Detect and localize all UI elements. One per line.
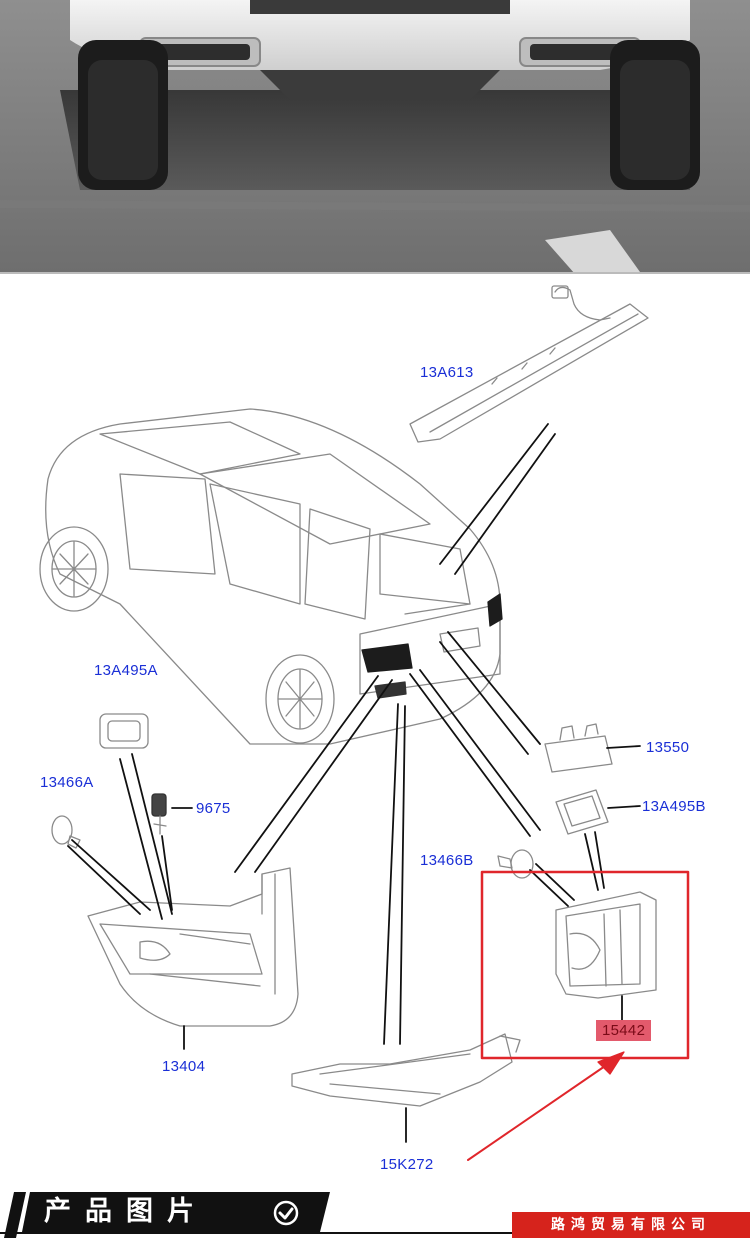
part-label-13466A: 13466A xyxy=(40,774,94,791)
part-label-13A495B: 13A495B xyxy=(642,798,706,815)
part-9675-drawing xyxy=(151,793,167,835)
parts-diagram: 13A613 13A495A 13466A 9675 13550 13A495B… xyxy=(0,274,750,1192)
part-15K272-drawing xyxy=(291,1033,521,1107)
company-name-badge: 路鸿贸易有限公司 xyxy=(512,1212,750,1238)
section-footer: 产品图片 路鸿贸易有限公司 xyxy=(0,1192,750,1238)
part-label-9675: 9675 xyxy=(196,800,231,817)
red-arrow xyxy=(467,1051,625,1161)
part-13A613-drawing xyxy=(409,285,649,443)
part-13A495A-drawing xyxy=(99,713,149,749)
part-label-15K272: 15K272 xyxy=(380,1156,434,1173)
part-13A495B-drawing xyxy=(555,789,609,835)
suv-outline xyxy=(39,408,503,745)
part-13404-drawing xyxy=(87,867,299,1027)
section-title: 产品图片 xyxy=(44,1196,208,1227)
footer-bar-shape xyxy=(0,1192,512,1238)
part-13466A-drawing xyxy=(51,815,81,849)
part-label-13466B: 13466B xyxy=(420,852,474,869)
part-label-13404: 13404 xyxy=(162,1058,206,1075)
part-label-13A495A: 13A495A xyxy=(94,662,158,679)
check-circle-icon xyxy=(273,1200,299,1226)
part-label-13A613: 13A613 xyxy=(420,364,474,381)
part-13550-drawing xyxy=(544,723,613,773)
vehicle-rear-photo xyxy=(0,0,750,274)
part-label-15442-highlighted: 15442 xyxy=(596,1020,652,1041)
leader-lines xyxy=(67,423,641,1143)
part-label-13550: 13550 xyxy=(646,739,690,756)
part-15442-drawing xyxy=(555,891,657,999)
highlight-box xyxy=(480,870,690,1060)
vehicle-rear-photo-image xyxy=(0,0,750,274)
part-13466B-drawing xyxy=(497,849,534,879)
parts-diagram-drawing xyxy=(39,285,690,1161)
